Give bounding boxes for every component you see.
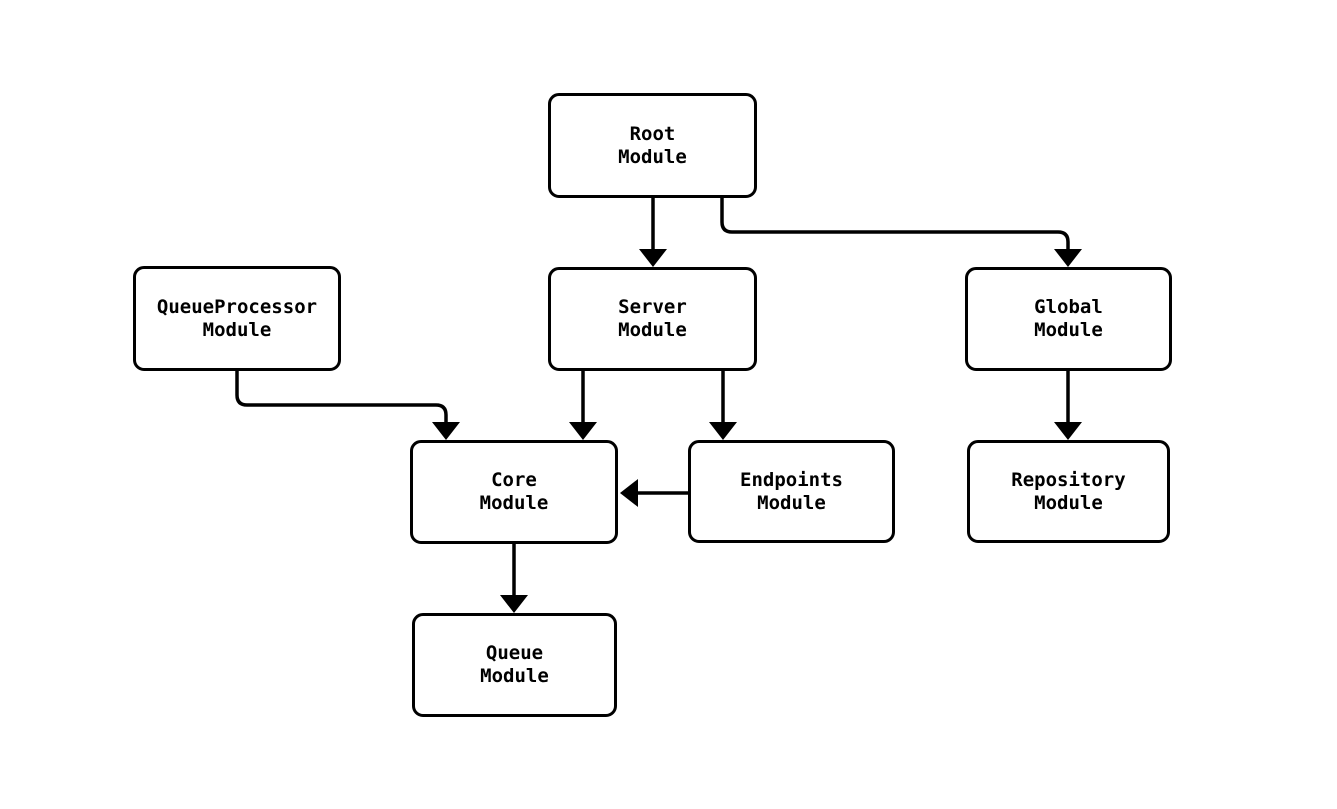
node-queue-module: Queue Module <box>412 613 617 717</box>
node-repository-module-label: Repository Module <box>1011 468 1126 514</box>
node-queue-module-label: Queue Module <box>480 642 549 687</box>
arrowhead-root-to-server <box>639 249 667 267</box>
node-endpoints-module-label: Endpoints Module <box>740 468 843 514</box>
node-core-module: Core Module <box>410 440 618 544</box>
arrowhead-root-to-global <box>1054 249 1082 267</box>
node-server-module: Server Module <box>548 267 757 371</box>
arrowhead-global-to-repository <box>1054 422 1082 440</box>
node-root-module: Root Module <box>548 93 757 198</box>
node-global-module-label: Global Module <box>1034 296 1103 341</box>
arrowhead-core-to-queue <box>500 595 528 613</box>
node-server-module-label: Server Module <box>618 296 687 341</box>
node-repository-module: Repository Module <box>967 440 1170 543</box>
node-queueprocessor-module: QueueProcessor Module <box>133 266 341 371</box>
node-root-module-label: Root Module <box>618 122 687 168</box>
arrowhead-server-to-endpoints <box>709 422 737 440</box>
edge-queueprocessor-to-core <box>235 371 448 424</box>
node-endpoints-module: Endpoints Module <box>688 440 895 543</box>
arrowhead-queueprocessor-to-core <box>432 422 460 440</box>
node-core-module-label: Core Module <box>479 469 549 514</box>
node-global-module: Global Module <box>965 267 1172 371</box>
edge-root-to-global <box>720 197 1070 251</box>
node-queueprocessor-module-label: QueueProcessor Module <box>156 295 318 341</box>
arrowhead-server-to-core <box>569 422 597 440</box>
arrowhead-endpoints-to-core <box>620 479 638 507</box>
